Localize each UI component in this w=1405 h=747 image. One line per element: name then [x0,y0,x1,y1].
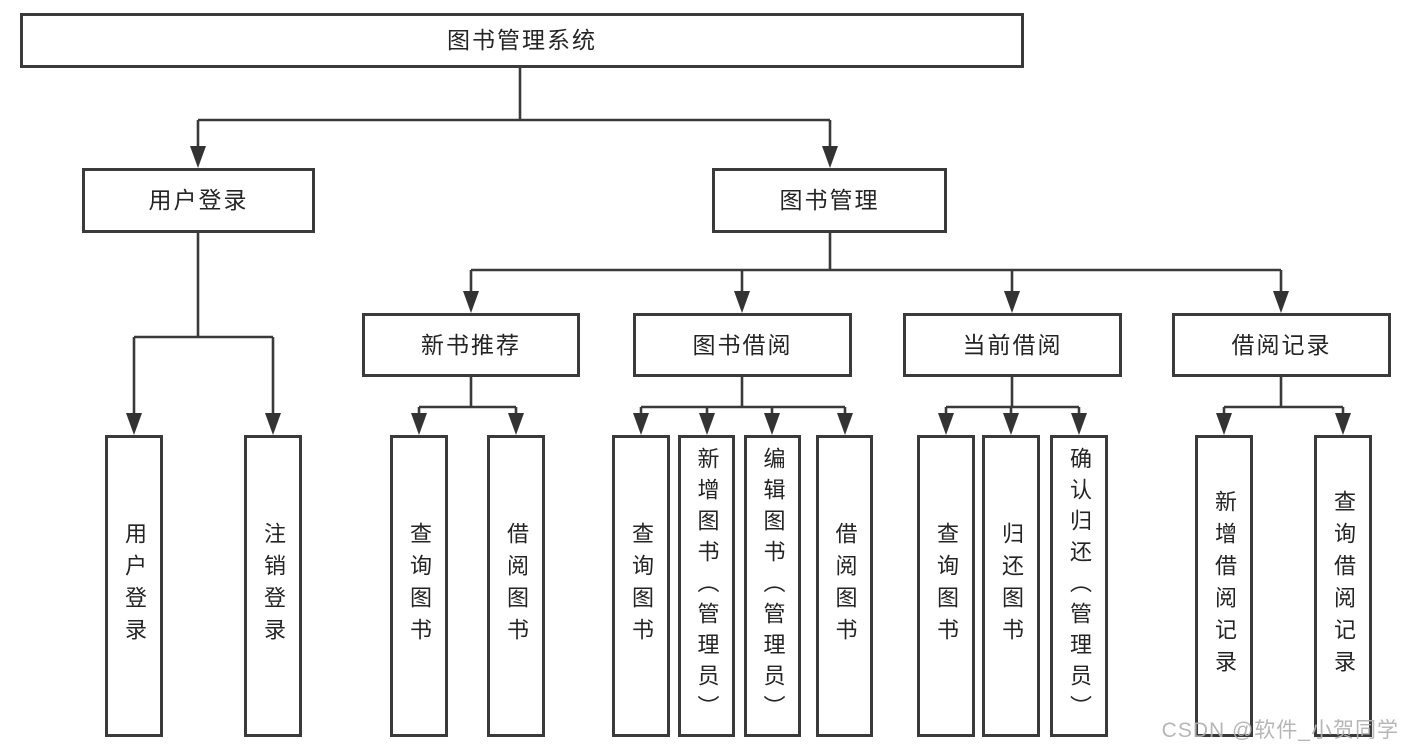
connector-borrow-records [1216,377,1351,435]
node-book-borrow-label: 图书借阅 [692,331,793,358]
connector-root [190,68,838,168]
node-new-book-recommend: 新书推荐 [362,313,580,377]
leaf-borrow-books-borrow: 借阅图书 [816,435,873,737]
node-book-borrow: 图书借阅 [633,313,852,377]
node-root: 图书管理系统 [20,13,1024,68]
node-new-book-recommend-label: 新书推荐 [421,331,521,358]
connector-new-book-recommend [411,377,524,435]
leaf-add-book-admin: 新增图书（管理员） [678,435,735,737]
leaf-query-books-current: 查询图书 [917,435,975,737]
leaf-user-login-label: 用户登录 [122,522,147,650]
leaf-borrow-books-recommend-label: 借阅图书 [504,522,529,650]
leaf-edit-book-admin-label: 编辑图书（管理员） [760,446,786,726]
node-book-management: 图书管理 [712,168,947,233]
node-current-borrow: 当前借阅 [903,313,1122,377]
leaf-confirm-return-admin-label: 确认归还（管理员） [1067,446,1092,726]
leaf-return-book: 归还图书 [982,435,1040,737]
node-user-login-label: 用户登录 [148,187,249,213]
leaf-logout-label: 注销登录 [261,522,286,650]
connector-book-management [463,232,1289,313]
node-user-login: 用户登录 [82,168,315,233]
leaf-add-borrow-record: 新增借阅记录 [1195,435,1253,737]
leaf-borrow-books-borrow-label: 借阅图书 [832,522,858,650]
node-borrow-records: 借阅记录 [1172,313,1391,377]
leaf-user-login: 用户登录 [105,435,163,737]
connector-current-borrow [938,377,1087,435]
leaf-return-book-label: 归还图书 [999,522,1024,650]
leaf-query-books-recommend-label: 查询图书 [407,522,432,650]
leaf-query-borrow-record-label: 查询借阅记录 [1331,490,1356,682]
leaf-confirm-return-admin: 确认归还（管理员） [1050,435,1108,737]
connector-user-login [126,232,281,435]
leaf-borrow-books-recommend: 借阅图书 [487,435,545,737]
leaf-query-books-borrow: 查询图书 [612,435,670,737]
node-borrow-records-label: 借阅记录 [1231,331,1332,358]
leaf-query-books-recommend: 查询图书 [390,435,448,737]
node-current-borrow-label: 当前借阅 [962,331,1063,358]
leaf-add-book-admin-label: 新增图书（管理员） [694,446,720,726]
leaf-add-borrow-record-label: 新增借阅记录 [1212,490,1237,682]
node-root-label: 图书管理系统 [447,27,597,53]
leaf-query-books-current-label: 查询图书 [934,522,959,650]
leaf-logout: 注销登录 [244,435,302,737]
leaf-query-borrow-record: 查询借阅记录 [1314,435,1372,737]
csdn-watermark: CSDN @软件_小贺同学 [1161,719,1399,742]
leaf-query-books-borrow-label: 查询图书 [629,522,654,650]
connector-book-borrow [633,377,853,435]
node-book-management-label: 图书管理 [779,187,880,213]
leaf-edit-book-admin: 编辑图书（管理员） [744,435,801,737]
